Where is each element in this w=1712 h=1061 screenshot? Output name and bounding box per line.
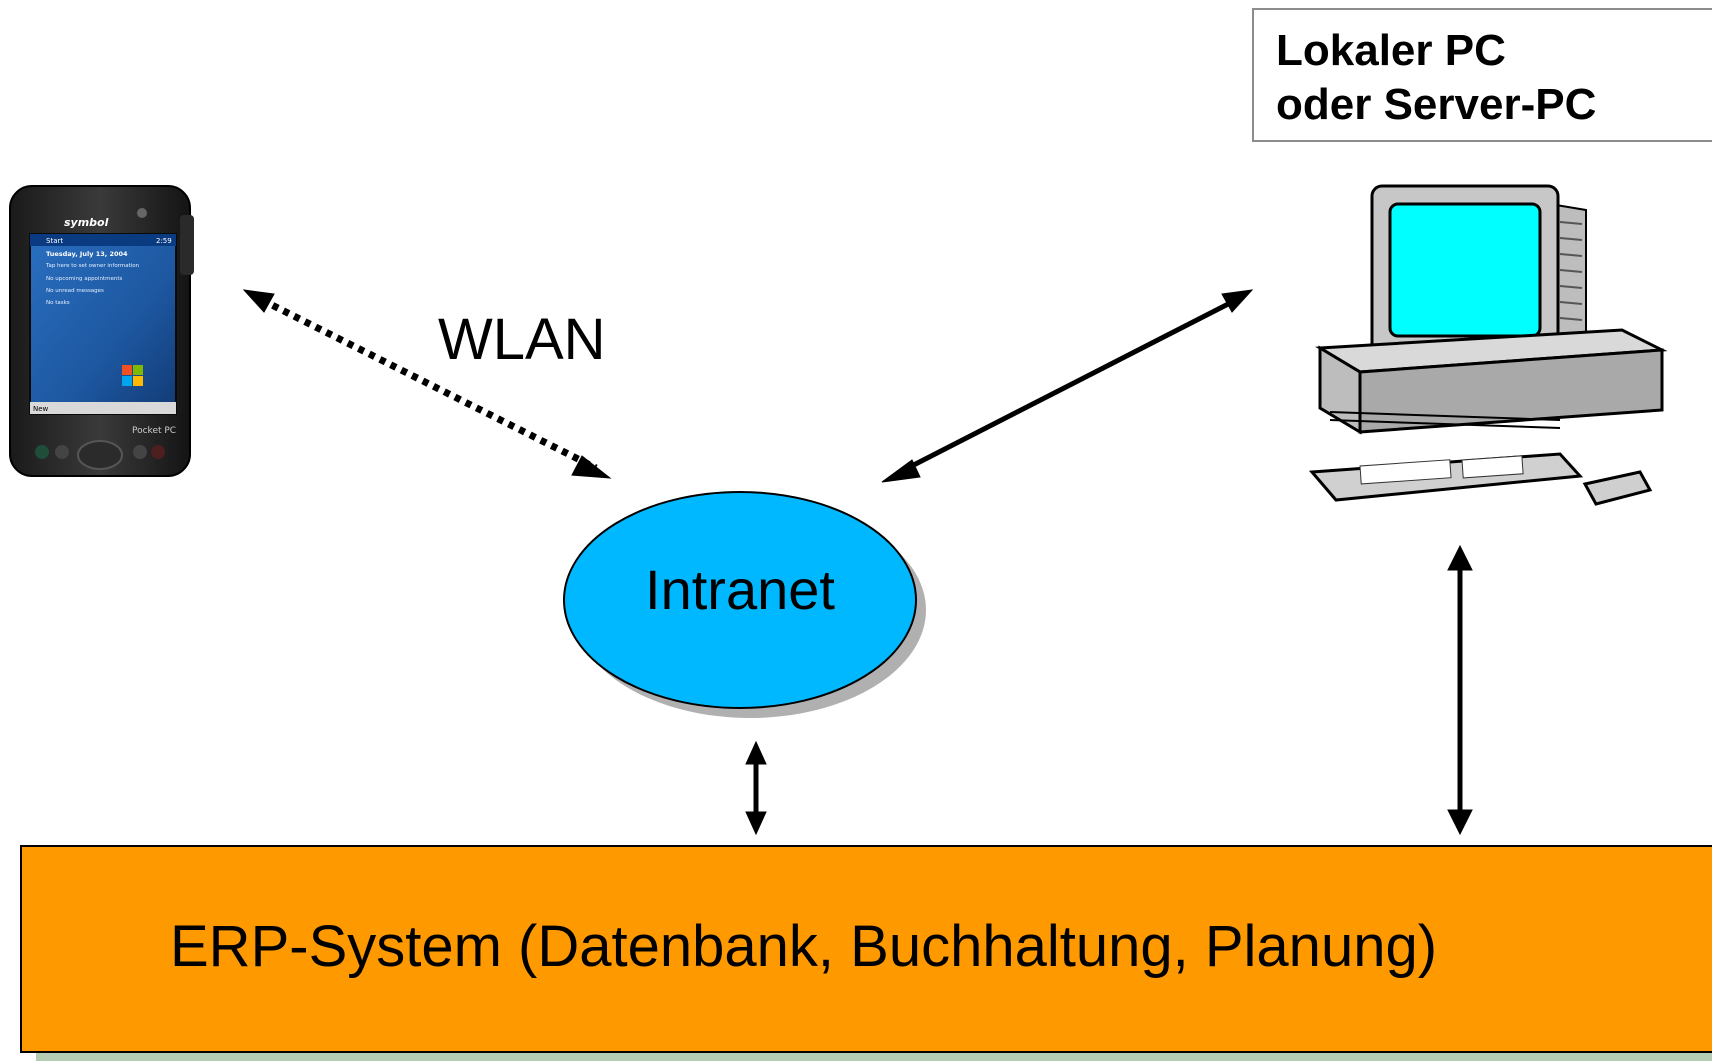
windows-flag-icon: [122, 365, 143, 386]
pocket-pc-side-button: [180, 215, 194, 275]
pocket-pc-button-1: [35, 445, 49, 459]
pocket-pc-tasks-line: No tasks: [46, 300, 70, 306]
intranet-pc-arrowhead-intranet: [881, 459, 921, 483]
pocket-pc-owner-line: Tap here to set owner information: [45, 263, 140, 269]
intranet-pc-arrowhead-pc: [1221, 289, 1254, 313]
pc-erp-arrowhead-bottom: [1447, 809, 1473, 836]
pc-label-line-1: Lokaler PC: [1276, 26, 1506, 75]
pocket-pc-brand: symbol: [64, 216, 109, 229]
pocket-pc-messages-line: No unread messages: [46, 288, 104, 294]
pocket-pc-date-line: Tuesday, July 13, 2004: [46, 250, 128, 258]
wlan-arrowhead-device: [242, 289, 275, 313]
desktop-pc: [1308, 184, 1668, 506]
pocket-pc-button-2: [55, 445, 69, 459]
erp-system-label: ERP-System (Datenbank, Buchhaltung, Plan…: [170, 914, 1438, 979]
pocket-pc-sensor: [137, 208, 147, 218]
intranet-label: Intranet: [645, 558, 835, 621]
pocket-pc-screen: [29, 233, 177, 415]
pocket-pc-appointments-line: No upcoming appointments: [46, 276, 122, 282]
pocket-pc-taskbar: [30, 234, 176, 246]
connectors: [242, 289, 1473, 836]
monitor-screen: [1388, 202, 1542, 338]
mouse: [1582, 470, 1653, 506]
intranet-erp-arrowhead-bottom: [745, 811, 767, 836]
intranet-erp-arrowhead-top: [745, 740, 767, 765]
erp-system-box: [20, 845, 1712, 1053]
pocket-pc-button-4: [151, 445, 165, 459]
intranet-pc-connector: [898, 297, 1238, 475]
system-unit: [1358, 348, 1664, 434]
pc-label-box: Lokaler PC oder Server-PC: [1252, 8, 1712, 142]
wlan-label: WLAN: [438, 307, 606, 372]
pocket-pc-softkey-bar: [30, 402, 176, 414]
pocket-pc-clock: 2:59: [156, 237, 172, 245]
pc-erp-arrowhead-top: [1447, 544, 1473, 571]
pocket-pc-start: Start: [46, 237, 63, 245]
intranet-ellipse: [563, 491, 917, 709]
pocket-pc-model: Pocket PC: [132, 426, 176, 436]
pc-label-line-2: oder Server-PC: [1276, 80, 1597, 129]
pocket-pc-device: [9, 185, 194, 477]
wlan-arrowhead-intranet: [571, 455, 612, 479]
wlan-connector: [260, 296, 598, 472]
pocket-pc-dpad: [77, 440, 123, 470]
pocket-pc-softkey-new: New: [33, 405, 49, 413]
pocket-pc-button-3: [133, 445, 147, 459]
